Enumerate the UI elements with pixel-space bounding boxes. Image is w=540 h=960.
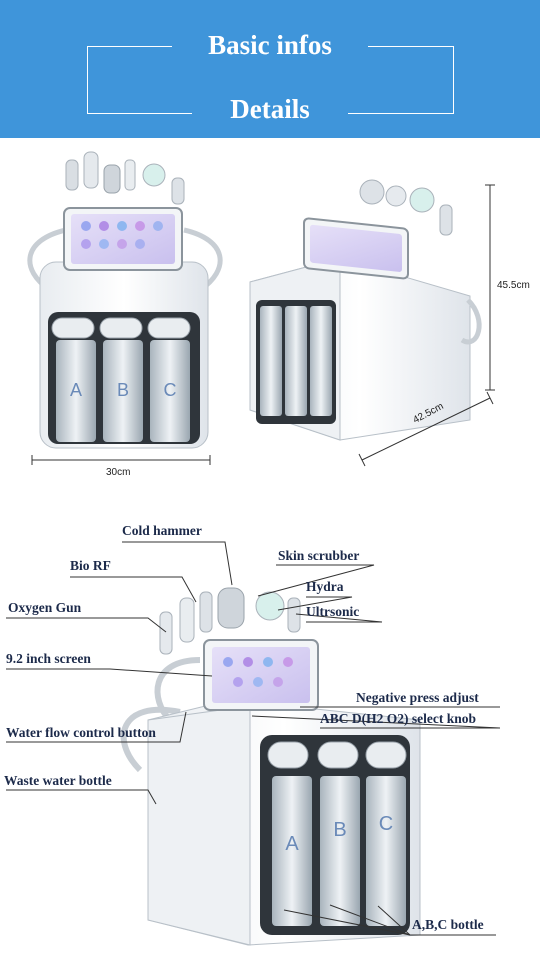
callout-ultrsonic: Ultrsonic (306, 604, 360, 619)
bottle-label-c-detail: C (379, 813, 393, 835)
bottle-label-b-detail: B (333, 819, 346, 841)
bottle-label-b-front: B (117, 380, 129, 400)
frame-gap-bottom (192, 104, 348, 118)
depth-dimension-line (358, 391, 494, 467)
callout-bio-rf: Bio RF (70, 558, 111, 573)
callout-oxygen-gun: Oxygen Gun (8, 600, 82, 615)
machine-front-view: A B C (27, 151, 223, 449)
callout-hydra: Hydra (306, 579, 344, 594)
width-label: 30cm (106, 467, 131, 478)
header-title-basic-infos-front: Basic infos (208, 30, 332, 60)
callout-leader-lines (6, 541, 501, 936)
frame-gap-top (172, 40, 368, 54)
callout-cold-hammer: Cold hammer (122, 523, 202, 538)
callout-waste-water: Waste water bottle (4, 773, 112, 788)
height-dimension-line (485, 184, 495, 391)
bottle-label-a-detail: A (285, 833, 299, 855)
callout-skin-scrubber: Skin scrubber (278, 548, 360, 563)
callout-abc-bottle: A,B,C bottle (412, 917, 484, 932)
height-label: 45.5cm (497, 280, 530, 291)
machine-angled-view (249, 179, 482, 441)
width-dimension-line (31, 455, 211, 465)
callout-screen: 9.2 inch screen (6, 651, 91, 666)
callout-water-flow: Water flow control button (6, 725, 156, 740)
bottle-label-a-front: A (70, 380, 82, 400)
machine-detail-view: A B C (120, 587, 421, 946)
callout-negative-press: Negative press adjust (356, 690, 479, 705)
callout-select-knob: ABC D(H2 O2) select knob (320, 711, 476, 726)
header-title-details-front: Details (230, 94, 310, 124)
bottle-label-c-front: C (164, 380, 177, 400)
